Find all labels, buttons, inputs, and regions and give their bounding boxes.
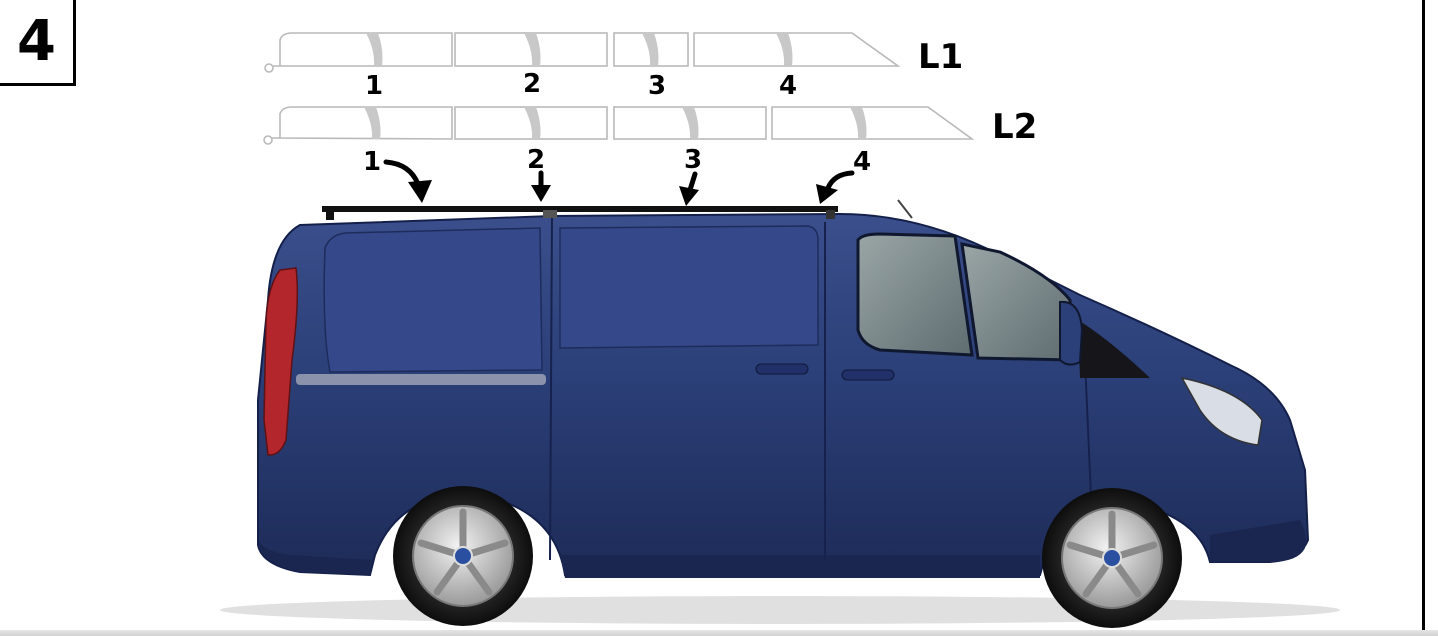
slider-door-handle (756, 364, 808, 374)
l2-front-marker (264, 136, 272, 144)
arrow-1-head (408, 180, 432, 203)
bar-position-2-label: 2 (527, 145, 545, 175)
l2-roof-layout: L2 (264, 107, 1037, 147)
l1-bow-2 (524, 33, 541, 66)
arrow-1-shaft (386, 162, 418, 184)
l1-section-1-label: 1 (365, 71, 383, 101)
l2-section-1-outline (272, 107, 452, 139)
l1-roof-layout: 1 2 3 4 L1 (265, 33, 963, 101)
cab-door-window (962, 244, 1072, 360)
cab-door-handle (842, 370, 894, 380)
arrow-3-head (679, 186, 699, 206)
l2-variant-label: L2 (992, 107, 1037, 147)
roof-rack-bar (322, 206, 838, 212)
arrow-2-head (531, 185, 551, 202)
front-wheel (1042, 488, 1182, 628)
l1-section-4-label: 4 (779, 71, 797, 101)
side-sill (560, 555, 1040, 578)
l1-section-4-outline (694, 33, 898, 66)
l1-front-marker (265, 64, 273, 72)
l1-bow-4 (776, 33, 793, 66)
l1-bow-1 (366, 33, 383, 66)
rack-foot-2 (543, 210, 557, 218)
rear-hub-cap (454, 547, 472, 565)
l2-bow-3 (682, 107, 699, 139)
arrow-4-head (816, 184, 838, 204)
antenna (898, 200, 912, 218)
ground-shadow (220, 596, 1340, 624)
l2-bow-1 (364, 107, 381, 139)
cab-rear-window (858, 234, 972, 355)
sliding-door-window-panel (560, 226, 818, 348)
rear-wheel (393, 486, 533, 626)
l1-variant-label: L1 (918, 37, 963, 77)
van-illustration (220, 200, 1340, 628)
l1-bow-3 (642, 33, 659, 66)
l2-bow-2 (524, 107, 541, 139)
l1-section-2-label: 2 (523, 69, 541, 99)
arrow-3-shaft (690, 174, 695, 190)
rack-foot-1 (326, 210, 334, 220)
l1-section-3-label: 3 (648, 71, 666, 101)
l2-bow-4 (850, 107, 867, 139)
l2-section-4-outline (772, 107, 972, 139)
l1-section-1-outline (273, 33, 452, 66)
rear-side-panel (324, 228, 542, 372)
front-hub-cap (1103, 549, 1121, 567)
bar-position-4-label: 4 (853, 147, 871, 177)
side-mirror (1060, 302, 1082, 365)
arrow-4-shaft (828, 173, 852, 188)
bar-position-callouts: 1 2 3 4 (363, 145, 871, 206)
bar-position-3-label: 3 (684, 145, 702, 175)
bottom-edge-strip (0, 630, 1438, 636)
bar-position-1-label: 1 (363, 147, 381, 177)
rack-foot-4 (826, 210, 835, 219)
sliding-door-rail (296, 374, 546, 385)
